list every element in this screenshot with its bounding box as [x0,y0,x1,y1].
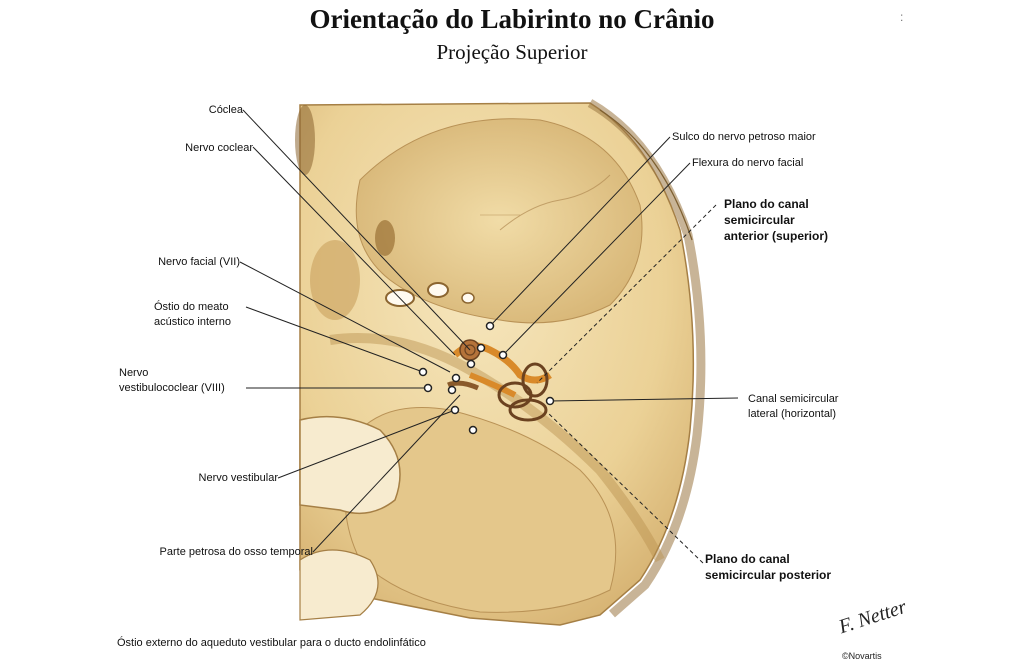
label-plano-posterior-2: semicircular posterior [705,568,832,582]
label-canal-lateral-1: Canal semicircular [748,393,839,405]
label-nervo-vestibular: Nervo vestibular [198,472,278,484]
label-plano-anterior-2: semicircular [724,213,795,227]
label-plano-posterior-1: Plano do canal [705,552,790,566]
label-parte-petrosa: Parte petrosa do osso temporal [159,546,313,558]
leader-lines [239,109,739,564]
label-ostio-meato-2: acústico interno [154,316,232,328]
label-plano-anterior-3: anterior (superior) [724,229,829,243]
corner-mark: : [900,10,904,24]
diagram-subtitle: Projeção Superior [436,40,588,64]
label-flexura-nervo-facial: Flexura do nervo facial [692,157,804,169]
petrous-ridge [329,333,665,563]
label-nervo-coclear: Nervo coclear [185,142,253,154]
label-coclea: Cóclea [208,104,243,116]
calvarium-rim [587,99,706,618]
label-plano-anterior-1: Plano do canal [724,197,809,211]
publisher-credit: ©Novartis [842,651,882,661]
diagram-title: Orientação do Labirinto no Crânio [309,4,715,34]
label-sulco-nervo-petroso: Sulco do nervo petroso maior [672,131,816,143]
label-nervo-facial: Nervo facial (VII) [158,256,240,268]
label-nervo-vestibulococlear-2: vestibulococlear (VIII) [119,382,225,394]
middle-cranial-fossa [355,118,643,324]
anchor-points [418,321,555,435]
label-ostio-externo: Óstio externo do aqueduto vestibular par… [117,637,426,649]
label-canal-lateral-2: lateral (horizontal) [748,408,837,420]
label-ostio-meato-1: Óstio do meato [154,301,229,313]
label-nervo-vestibulococlear-1: Nervo [119,367,149,379]
